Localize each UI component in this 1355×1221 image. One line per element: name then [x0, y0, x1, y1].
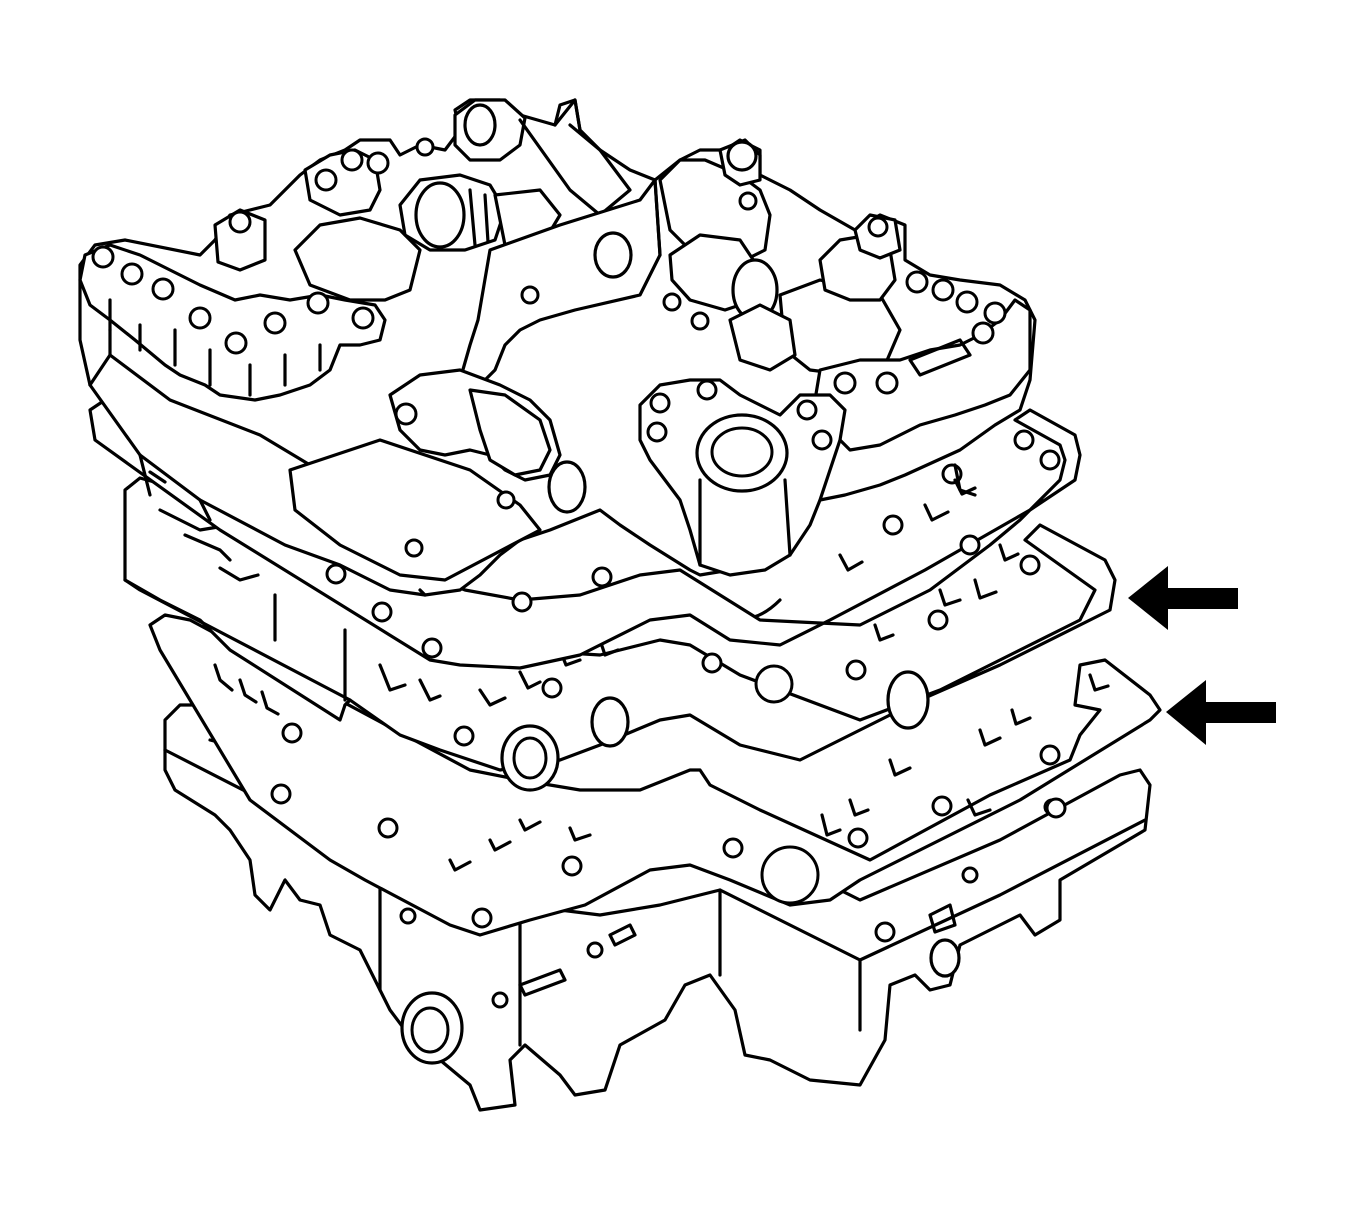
lower-separator-gasket [148, 613, 1162, 943]
arrow-left-icon [1128, 566, 1238, 630]
upper-valve-body [78, 98, 1037, 597]
arrow-left-icon [1166, 680, 1276, 745]
separator-plate [123, 476, 1117, 792]
lower-valve-body [163, 703, 1152, 1112]
